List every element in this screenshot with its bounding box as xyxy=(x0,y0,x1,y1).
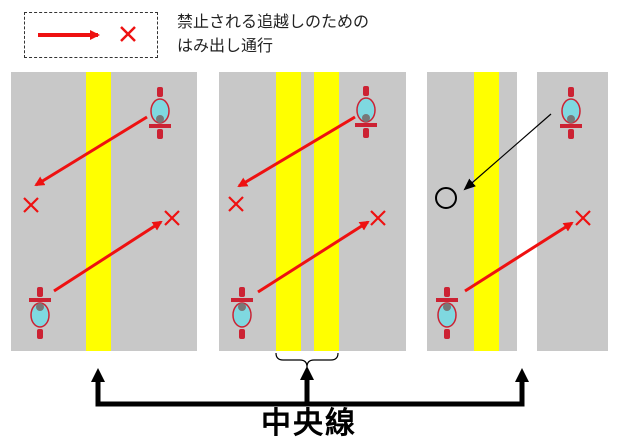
forbidden-arrow xyxy=(257,220,370,294)
legend-line-1: 禁止される追越しのための xyxy=(177,12,370,31)
center-line-connector xyxy=(95,380,525,407)
forbidden-arrow xyxy=(53,220,163,293)
yellow-center-line xyxy=(276,72,301,351)
center-line-label: 中央線 xyxy=(261,406,357,441)
forbidden-x-icon xyxy=(23,197,180,226)
forbidden-arrow xyxy=(34,115,148,187)
legend-text: 禁止される追越しのための はみ出し通行 xyxy=(177,10,417,58)
panel-3-yellow-white xyxy=(427,72,608,351)
forbidden-x-icon xyxy=(575,210,591,226)
white-line xyxy=(517,72,537,351)
forbidden-x-icon xyxy=(228,196,386,226)
up-arrow-icon xyxy=(300,366,314,380)
legend-line-2: はみ出し通行 xyxy=(177,36,274,55)
pointer-arrow xyxy=(463,113,552,191)
yellow-center-line xyxy=(474,72,499,351)
allowed-circle-icon xyxy=(435,187,457,209)
forbidden-arrow xyxy=(237,115,356,188)
legend-box xyxy=(24,12,158,58)
legend-forbidden-x xyxy=(120,26,136,42)
up-arrow-icon xyxy=(515,368,529,382)
panel-1-single-yellow xyxy=(11,72,197,351)
yellow-center-line xyxy=(86,72,111,351)
road-surface xyxy=(219,72,406,351)
double-line-brace xyxy=(275,352,339,368)
panel-2-double-yellow xyxy=(219,72,406,351)
yellow-center-line xyxy=(314,72,339,351)
up-arrow-icon xyxy=(91,368,105,382)
forbidden-arrow xyxy=(464,221,574,293)
